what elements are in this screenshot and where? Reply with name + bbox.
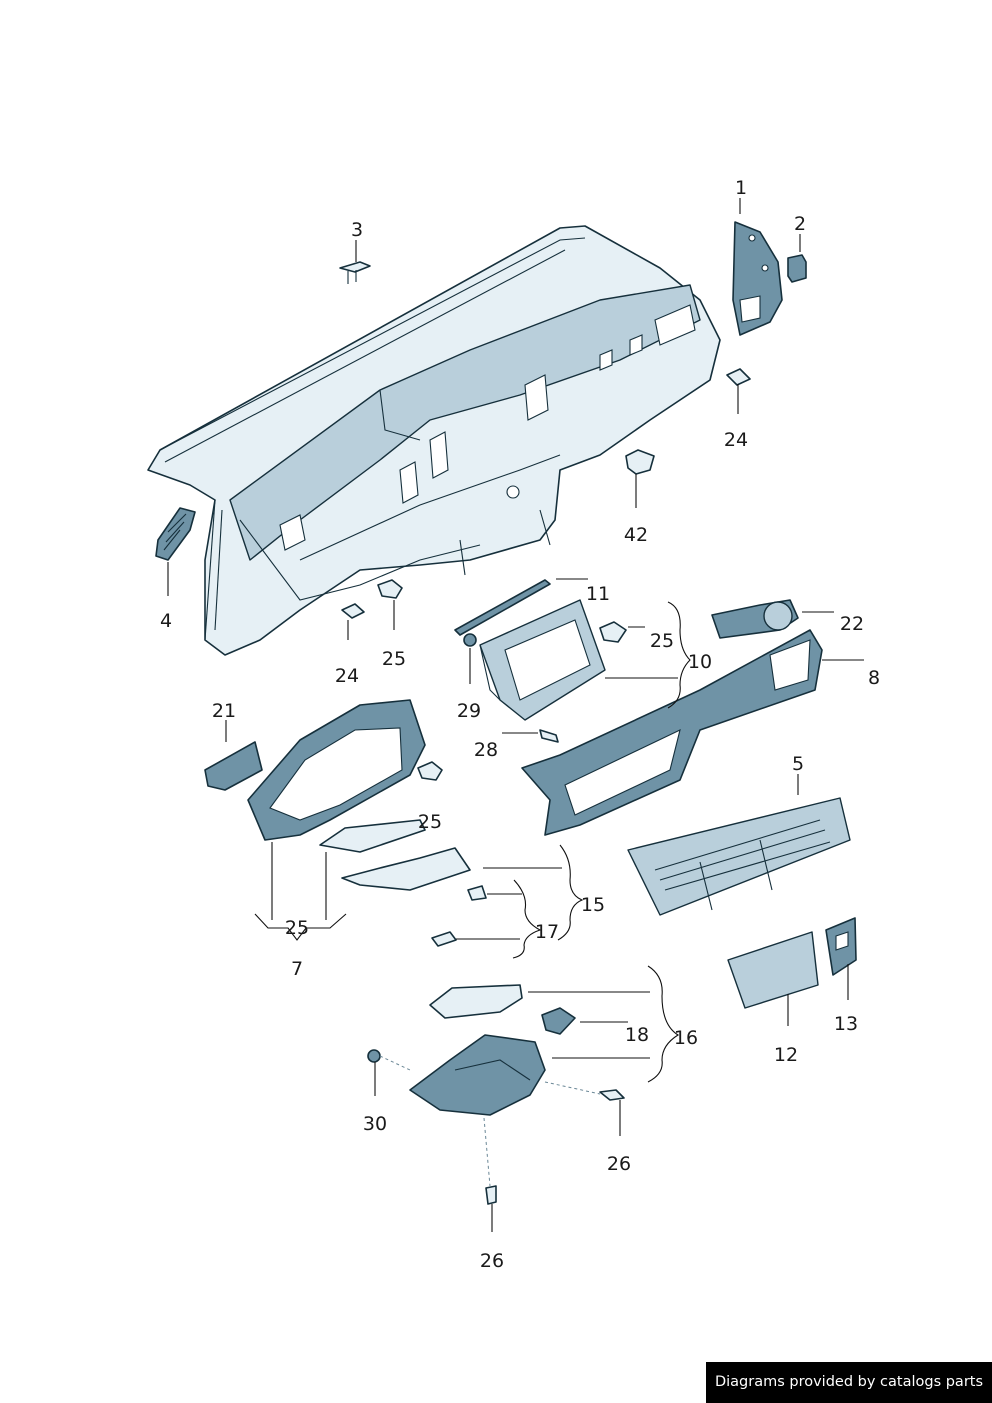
callout-25-bracket: 25: [650, 630, 674, 652]
callout-17: 17: [535, 921, 559, 943]
callout-29: 29: [457, 700, 481, 722]
part-29-nut: [463, 633, 477, 647]
part-25-clip-lower: [377, 579, 403, 599]
callout-15: 15: [581, 894, 605, 916]
callout-2: 2: [794, 213, 806, 235]
part-15-column-cover-upper: [341, 847, 471, 891]
callout-25-lower: 25: [382, 648, 406, 670]
callout-24-upper: 24: [724, 429, 748, 451]
callout-labels: 1 2 3 4 5 7 8 10 11 12 13 15 16 17 18 21…: [160, 177, 880, 1272]
part-17-clip: [467, 885, 487, 901]
callout-8: 8: [868, 667, 880, 689]
part-16-cover-lower: [409, 1034, 546, 1116]
assembly-dashed-lines: [379, 1055, 601, 1187]
callout-21: 21: [212, 700, 236, 722]
part-21-vent: [204, 741, 263, 791]
part-26-screw-right: [599, 1089, 625, 1101]
callout-13: 13: [834, 1013, 858, 1035]
part-24-clip-lower: [341, 603, 365, 619]
part-7-cluster-surround: [247, 699, 426, 841]
part-10-bracket: [479, 599, 606, 721]
callout-11: 11: [586, 583, 610, 605]
part-25-clip-cluster: [417, 761, 443, 781]
part-17-pad: [431, 931, 457, 947]
callout-42: 42: [624, 524, 648, 546]
callout-7: 7: [291, 958, 303, 980]
callout-12: 12: [774, 1044, 798, 1066]
callout-24-lower: 24: [335, 665, 359, 687]
part-8-dash-trim: [521, 629, 823, 836]
callout-28: 28: [474, 739, 498, 761]
callout-16: 16: [674, 1027, 698, 1049]
part-25-clip-bracket: [599, 621, 627, 643]
part-cluster-cover-plate: [319, 819, 426, 853]
callout-18: 18: [625, 1024, 649, 1046]
part-22-vent: [711, 599, 799, 639]
part-5-center-vent: [627, 797, 851, 916]
callout-22: 22: [840, 613, 864, 635]
part-26-screw-bottom: [485, 1185, 497, 1205]
leader-lines: [167, 198, 864, 1232]
callout-5: 5: [792, 753, 804, 775]
part-11-trim-strip: [454, 579, 551, 636]
callout-30: 30: [363, 1113, 387, 1135]
callout-1: 1: [735, 177, 747, 199]
part-2-plug: [787, 254, 807, 283]
credit-banner: Diagrams provided by catalogs parts: [706, 1362, 992, 1403]
part-28-screw: [539, 729, 559, 743]
dashboard-panel: [147, 225, 721, 656]
part-12-storage: [727, 931, 819, 1009]
callout-26-bottom: 26: [480, 1250, 504, 1272]
part-18-clip: [541, 1007, 576, 1035]
callout-3: 3: [351, 219, 363, 241]
part-30-nut: [367, 1049, 381, 1063]
part-24-clip-upper: [726, 368, 751, 386]
part-4-side-vent: [155, 507, 196, 561]
part-1-side-cover: [732, 221, 783, 336]
part-3-clip: [339, 261, 371, 284]
callout-25-surround: 25: [285, 917, 309, 939]
part-42-clip: [625, 449, 655, 475]
callout-26-right: 26: [607, 1153, 631, 1175]
callout-25-cluster: 25: [418, 811, 442, 833]
callout-4: 4: [160, 610, 172, 632]
part-16-cover-top: [429, 984, 523, 1019]
part-13-switch: [825, 917, 857, 976]
callout-10: 10: [688, 651, 712, 673]
